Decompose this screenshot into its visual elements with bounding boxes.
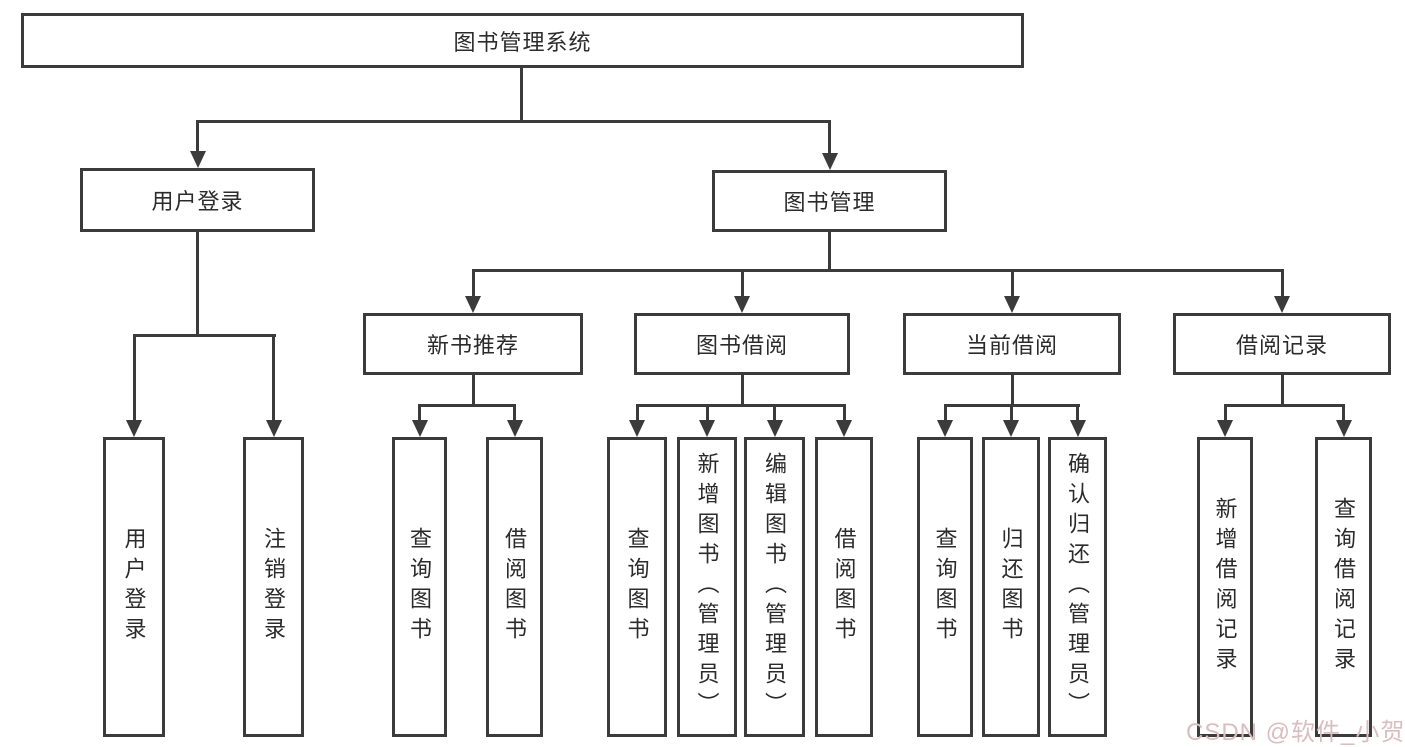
connector-group-stub	[740, 375, 744, 406]
leaf-current-query: 查询图书	[917, 437, 973, 737]
node-new-book-recommend: 新书推荐	[363, 313, 583, 375]
leaf-newbook-query: 查询图书	[392, 437, 447, 737]
node-book-borrow: 图书借阅	[634, 313, 850, 375]
arrowhead-down-icon	[734, 296, 750, 313]
connector-group-hline	[635, 404, 845, 407]
leaf-borrow-query: 查询图书	[607, 437, 667, 737]
connector-arrow-shaft	[1010, 269, 1014, 297]
node-user-login-label: 用户登录	[151, 189, 244, 214]
connector-arrow-shaft	[740, 269, 744, 297]
connector-group-hline	[418, 404, 516, 407]
leaf-newbook-borrow: 借阅图书	[486, 437, 543, 737]
arrowhead-down-icon	[629, 420, 645, 437]
leaf-borrow-edit-admin: 编辑图书（管理员）	[744, 437, 805, 737]
connector-root-stub	[519, 68, 523, 120]
connector-arrow-shaft	[842, 404, 846, 423]
leaf-user-login-label: 用户登录	[121, 527, 147, 647]
connector-group-stub	[1280, 375, 1284, 406]
node-borrow-records: 借阅记录	[1173, 313, 1391, 375]
node-root-label: 图书管理系统	[453, 29, 592, 55]
leaf-newbook-query-label: 查询图书	[407, 527, 433, 647]
node-current-borrow-label: 当前借阅	[965, 333, 1058, 358]
arrowhead-down-icon	[506, 420, 523, 437]
leaf-newbook-borrow-label: 借阅图书	[502, 527, 528, 647]
node-book-borrow-label: 图书借阅	[695, 333, 788, 358]
node-root: 图书管理系统	[21, 13, 1024, 68]
watermark: CSDN @软件_小贺同学	[1186, 719, 1405, 746]
leaf-borrow-add-admin: 新增图书（管理员）	[677, 437, 737, 737]
leaf-records-add: 新增借阅记录	[1197, 437, 1253, 737]
arrowhead-down-icon	[1003, 420, 1019, 437]
leaf-records-add-label: 新增借阅记录	[1212, 497, 1238, 677]
connector-arrow-shaft	[272, 334, 275, 422]
leaf-current-return-label: 归还图书	[998, 527, 1024, 647]
leaf-borrow-add-admin-label: 新增图书（管理员）	[694, 452, 720, 722]
leaf-borrow-query-label: 查询图书	[624, 527, 650, 647]
connector-level2-hline	[196, 120, 831, 123]
node-book-management-label: 图书管理	[783, 190, 876, 215]
connector-arrow-shaft	[1223, 404, 1227, 423]
connector-arrow-shaft	[1076, 404, 1079, 423]
connector-arrow-shaft	[773, 404, 776, 423]
arrowhead-down-icon	[699, 420, 715, 437]
arrowhead-down-icon	[1274, 296, 1290, 313]
node-user-login: 用户登录	[80, 168, 315, 232]
connector-mgmt-stub	[828, 232, 831, 271]
leaf-records-query: 查询借阅记录	[1315, 437, 1372, 737]
arrowhead-down-icon	[411, 420, 428, 437]
arrowhead-down-icon	[836, 420, 852, 437]
leaf-borrow-edit-admin-label: 编辑图书（管理员）	[762, 452, 788, 722]
leaf-logout: 注销登录	[243, 437, 304, 737]
connector-arrow-shaft	[471, 269, 475, 297]
connector-arrow-shaft	[513, 404, 516, 423]
arrowhead-down-icon	[1004, 296, 1020, 313]
connector-group-stub	[471, 375, 475, 406]
connector-arrow-shaft	[1342, 404, 1345, 423]
connector-arrow-shaft	[132, 334, 136, 422]
arrowhead-down-icon	[766, 420, 783, 437]
node-current-borrow: 当前借阅	[903, 313, 1121, 375]
leaf-current-query-label: 查询图书	[932, 527, 958, 647]
arrowhead-down-icon	[189, 151, 206, 168]
connector-userlogin-stub	[196, 232, 199, 337]
connector-userlogin-hline	[132, 334, 276, 337]
leaf-current-confirm-admin: 确认归还（管理员）	[1048, 437, 1107, 737]
connector-arrow-shaft	[1009, 404, 1013, 423]
arrowhead-down-icon	[1069, 420, 1086, 437]
leaf-user-login: 用户登录	[103, 437, 165, 737]
connector-level3-hline	[471, 269, 1284, 272]
arrowhead-down-icon	[126, 420, 142, 437]
arrowhead-down-icon	[465, 296, 481, 313]
connector-arrow-shaft	[828, 120, 831, 154]
arrowhead-down-icon	[937, 420, 953, 437]
arrowhead-down-icon	[1335, 420, 1352, 437]
leaf-current-confirm-admin-label: 确认归还（管理员）	[1065, 452, 1091, 722]
connector-arrow-shaft	[196, 120, 199, 154]
leaf-borrow-borrow: 借阅图书	[815, 437, 873, 737]
leaf-borrow-borrow-label: 借阅图书	[831, 527, 857, 647]
connector-arrow-shaft	[705, 404, 709, 423]
node-borrow-records-label: 借阅记录	[1235, 333, 1328, 358]
leaf-records-query-label: 查询借阅记录	[1331, 497, 1357, 677]
arrowhead-down-icon	[1217, 420, 1233, 437]
connector-arrow-shaft	[418, 404, 421, 423]
connector-group-stub	[1010, 375, 1014, 406]
arrowhead-down-icon	[821, 153, 838, 170]
node-book-management: 图书管理	[712, 170, 947, 232]
connector-arrow-shaft	[635, 404, 639, 423]
connector-group-hline	[1223, 404, 1345, 407]
leaf-logout-label: 注销登录	[261, 527, 287, 647]
connector-arrow-shaft	[943, 404, 947, 423]
arrowhead-down-icon	[265, 420, 282, 437]
connector-arrow-shaft	[1280, 269, 1284, 297]
node-new-book-recommend-label: 新书推荐	[426, 333, 519, 358]
leaf-current-return: 归还图书	[982, 437, 1040, 737]
